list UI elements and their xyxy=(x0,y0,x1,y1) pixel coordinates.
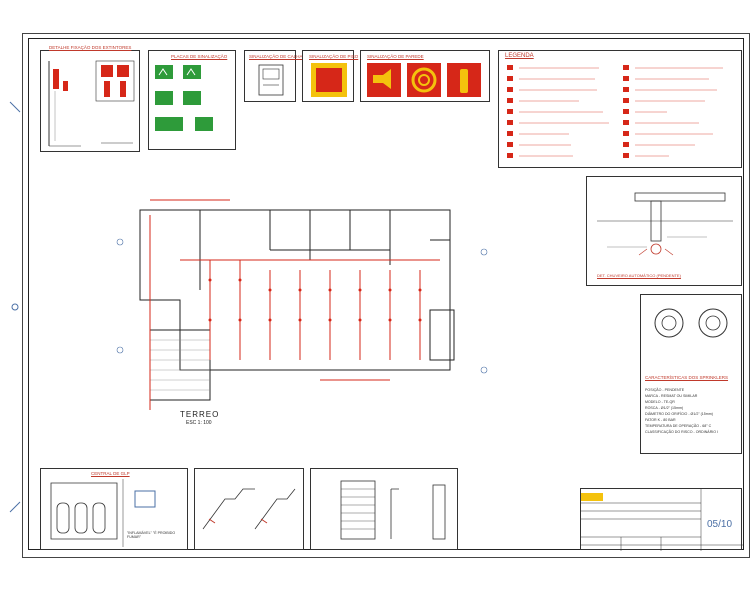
panel-title: CENTRAL DE GLP xyxy=(91,471,130,476)
spec-line: MODELO - TE-QR xyxy=(645,400,675,404)
floor-plan-drawing xyxy=(116,199,488,410)
spec-line: FATOR K - 80 BAR xyxy=(645,418,676,422)
spec-line: TEMPERATURA DE OPERAÇÃO - 68° C xyxy=(645,424,712,428)
plan-title: TERREO xyxy=(180,410,220,419)
sprinkler-head-icons xyxy=(654,308,728,338)
wall-signs-drawing xyxy=(367,63,481,97)
floor-plan: TERREO ESC 1: 100 xyxy=(90,170,490,440)
sprinkler-pipe-drawing xyxy=(597,192,733,256)
sprinkler-detail-caption: DET. CHUVEIRO AUTOMÁTICO (PENDENTE) xyxy=(597,273,681,278)
spec-line: POSIÇÃO - PENDENTE xyxy=(645,388,685,392)
signage-panel: PLACAS DE SINALIZAÇÃO xyxy=(148,50,236,150)
sheet-number: 05/10 xyxy=(707,519,733,530)
calha-signage-panel: SINALIZAÇÃO DE CALHA xyxy=(244,50,303,102)
legend-symbols xyxy=(507,65,723,158)
spec-line: ROSCA - Ø1/2" (15mm) xyxy=(645,406,684,410)
floor-signage-panel: SINALIZAÇÃO DE PISO xyxy=(302,50,358,102)
glp-tanks-drawing xyxy=(50,479,156,547)
staircase-drawing xyxy=(340,480,446,540)
central-glp-panel: CENTRAL DE GLP "INFLAMÁVEL" "É PROIBIDO … xyxy=(40,468,188,550)
extinguisher-drawing xyxy=(48,60,135,147)
panel-title: PLACAS DE SINALIZAÇÃO xyxy=(171,54,228,59)
spec-line: CLASSIFICAÇÃO DO RISCO - ORDINÁRIO I xyxy=(645,430,719,434)
panel-title: DETALHE FIXAÇÃO DOS EXTINTORES xyxy=(47,45,134,50)
spec-line: MARCA - RESMAT OU SIMILAR xyxy=(645,394,698,398)
drain-detail-drawing xyxy=(202,488,296,530)
drain-detail-panel xyxy=(194,468,304,550)
cabinet-drawing xyxy=(258,64,284,96)
glp-warning: "INFLAMÁVEL" "É PROIBIDO FUMAR" xyxy=(127,531,176,539)
sprinkler-char-title: CARACTERÍSTICAS DOS SPRINKLERS xyxy=(645,375,729,380)
spec-line: DIÂMETRO DO ORIFÍCIO - Ø1/2" (15mm) xyxy=(645,412,713,416)
sprinkler-detail-panel: DET. CHUVEIRO AUTOMÁTICO (PENDENTE) xyxy=(586,176,742,286)
exit-signs-drawing xyxy=(155,65,213,131)
sprinkler-spec-list: POSIÇÃO - PENDENTE MARCA - RESMAT OU SIM… xyxy=(645,387,718,435)
plan-scale: ESC 1: 100 xyxy=(186,420,212,426)
floor-sign-drawing xyxy=(311,63,347,97)
panel-title: SINALIZAÇÃO DE PAREDE xyxy=(367,54,424,59)
panel-title: SINALIZAÇÃO DE PISO xyxy=(309,54,359,59)
legend-panel: LEGENDA xyxy=(498,50,742,168)
staircase-detail-panel xyxy=(310,468,458,550)
wall-signage-panel: SINALIZAÇÃO DE PAREDE xyxy=(360,50,490,102)
panel-title: SINALIZAÇÃO DE CALHA xyxy=(249,54,303,59)
sprinkler-characteristics-panel: CARACTERÍSTICAS DOS SPRINKLERS POSIÇÃO -… xyxy=(640,294,742,454)
fold-mark-icon xyxy=(9,501,21,513)
legend-title: LEGENDA xyxy=(505,53,534,59)
fold-mark-icon xyxy=(11,303,19,311)
extinguisher-detail-panel: DETALHE FIXAÇÃO DOS EXTINTORES xyxy=(40,45,140,152)
title-block-grid xyxy=(581,489,743,551)
fold-mark-icon xyxy=(9,101,21,113)
title-block: 05/10 xyxy=(580,488,743,551)
